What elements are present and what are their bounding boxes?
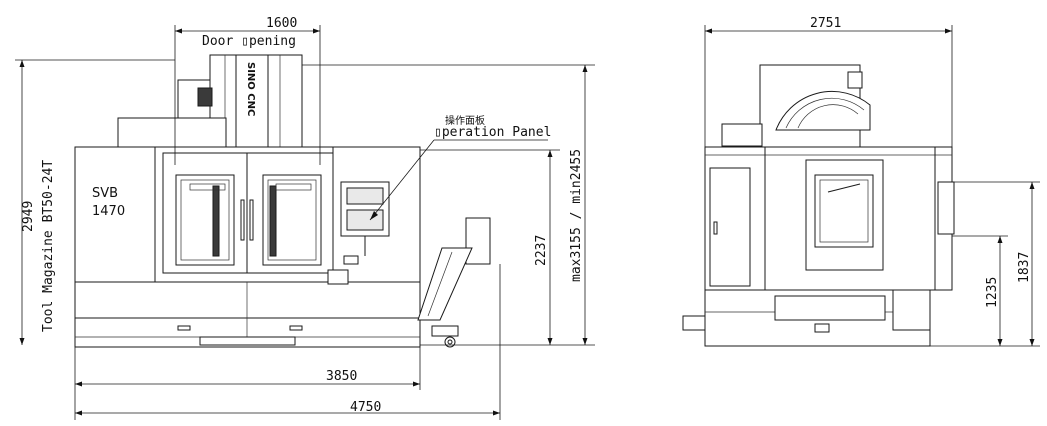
front-view: SVB 1470 SINO CNC 操作面板 ▯peration Panel 1… [15,16,595,420]
door-handle-left [240,199,245,241]
side-panel-box [937,181,955,235]
dim-3850-value: 3850 [326,369,357,384]
panel-leader-line [369,139,435,221]
side-door-handle [713,221,718,235]
magazine-label: Tool Magazine BT50-24T [41,160,56,332]
magazine-motor-side [847,71,863,89]
dim-max-min: max3155 / min2455 [302,64,595,345]
base-foot [199,336,296,346]
dim-2949: 2949 Tool Magazine BT50-24T [15,59,175,345]
tool-magazine-disc [775,91,871,131]
panel-screen [346,187,384,205]
dim-1837-value: 1837 [1017,252,1032,283]
dim-2751-value: 2751 [810,16,841,31]
side-base-box [892,289,931,331]
dim-max-min-value: max3155 / min2455 [569,149,584,282]
panel-label-cn: 操作面板 [445,114,485,127]
dim-2237-value: 2237 [534,235,549,266]
model-label-line2: 1470 [92,204,125,219]
dim-1235: 1235 [952,235,1008,346]
right-internal-part [269,185,277,257]
magazine-motor [197,87,213,107]
side-base-panel [774,295,886,321]
left-internal-part [212,185,220,257]
side-bracket [721,123,763,147]
base-slot-left [177,325,191,331]
dim-1600: 1600 Door ▯pening [174,16,321,165]
door-handle-right [249,199,254,241]
dim-2237: 2237 [420,149,560,345]
brand-plate [235,54,269,148]
side-window [814,174,874,248]
coolant-box [327,269,349,285]
dim-1837: 1837 [954,181,1040,346]
panel-keys [346,209,384,231]
panel-mount [343,255,359,265]
model-label-line1: SVB [92,186,118,201]
brand-label: SINO CNC [245,62,256,116]
dim-2751: 2751 [704,16,953,150]
side-base-slot [814,323,830,333]
dim-2949-value: 2949 [21,201,36,232]
dim-1600-value: 1600 [266,16,297,31]
side-base-foot [682,315,706,331]
door-opening-label: Door ▯pening [202,34,296,49]
dim-1235-value: 1235 [985,277,1000,308]
dim-3850: 3850 [74,345,421,420]
base-slot-right [289,325,303,331]
dim-4750-value: 4750 [350,400,381,415]
panel-label-en: ▯peration Panel [434,125,551,140]
chip-conveyor [417,217,491,348]
side-view: 2751 1837 1235 [682,16,1040,347]
dim-4750: 4750 [75,264,501,420]
magazine-cover [117,117,227,149]
